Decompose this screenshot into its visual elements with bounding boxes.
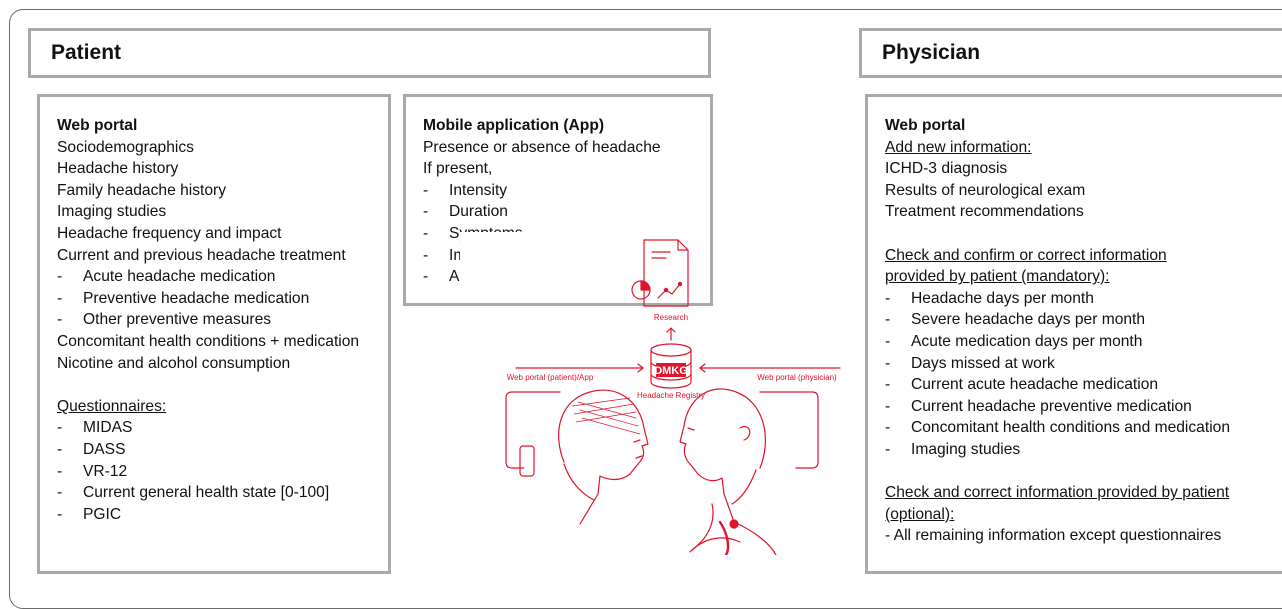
- add-item: ICHD-3 diagnosis: [885, 160, 1008, 178]
- registry-illustration: Research DMKG Headache Registry Web port…: [460, 232, 841, 555]
- physician-content: Web portal Add new information: ICHD-3 d…: [868, 97, 1282, 547]
- patient-item: Headache history: [57, 160, 179, 178]
- registry-database-icon: [650, 343, 692, 389]
- right-arrow-label: Web portal (physician): [757, 373, 837, 382]
- check-item: -Imaging studies: [885, 440, 1021, 458]
- physician-title: Physician: [882, 41, 981, 64]
- physician-header: Physician: [859, 28, 1282, 78]
- app-item: -Duration: [423, 203, 508, 221]
- check-item: -Headache days per month: [885, 289, 1094, 307]
- questionnaire-item: -VR-12: [57, 462, 128, 480]
- add-item: Treatment recommendations: [885, 203, 1084, 221]
- add-info-heading: Add new information:: [885, 138, 1032, 156]
- check-item: -Current acute headache medication: [885, 376, 1159, 394]
- research-document-icon: [631, 239, 689, 307]
- patient-web-portal-content: Web portal Sociodemographics Headache hi…: [40, 97, 388, 525]
- right-monitor: [759, 391, 819, 469]
- questionnaire-item: -PGIC: [57, 505, 122, 523]
- physician-web-portal-heading: Web portal: [885, 117, 966, 134]
- app-item: -Intensity: [423, 181, 508, 199]
- check-item: -Current headache preventive medication: [885, 397, 1192, 415]
- patient-item: Family headache history: [57, 181, 227, 199]
- optional-heading: Check and correct information provided b…: [885, 484, 1230, 502]
- left-arrow-label: Web portal (patient)/App: [507, 373, 594, 382]
- treatment-subitem: -Acute headache medication: [57, 268, 276, 286]
- patient-item: Sociodemographics: [57, 138, 194, 156]
- patient-arrow: [515, 363, 644, 373]
- check-item: -Acute medication days per month: [885, 332, 1143, 350]
- patient-web-portal-heading: Web portal: [57, 117, 138, 134]
- questionnaire-item: -Current general health state [0-100]: [57, 484, 330, 502]
- check-item: -Concomitant health conditions and medic…: [885, 419, 1231, 437]
- add-item: Results of neurological exam: [885, 181, 1086, 199]
- patient-item: Nicotine and alcohol consumption: [57, 354, 291, 372]
- patient-item: Headache frequency and impact: [57, 224, 282, 242]
- registry-label: Headache Registry: [637, 391, 705, 400]
- physician-web-portal-box: Web portal Add new information: ICHD-3 d…: [865, 94, 1282, 574]
- left-monitor: [505, 391, 561, 469]
- app-line: Presence or absence of headache: [423, 138, 661, 156]
- optional-item: - All remaining information except quest…: [885, 527, 1222, 545]
- treatment-subitem: -Other preventive measures: [57, 311, 272, 329]
- physician-head: [679, 388, 777, 555]
- optional-heading: (optional):: [885, 505, 955, 523]
- phone-icon: [519, 445, 535, 477]
- check-heading: Check and confirm or correct information: [885, 246, 1167, 264]
- physician-arrow: [699, 363, 841, 373]
- research-label: Research: [654, 313, 688, 322]
- questionnaire-item: -MIDAS: [57, 419, 133, 437]
- patient-item: Concomitant health conditions + medicati…: [57, 332, 360, 350]
- patient-web-portal-box: Web portal Sociodemographics Headache hi…: [37, 94, 391, 574]
- mobile-app-heading: Mobile application (App): [423, 117, 605, 134]
- treatment-subitem: -Preventive headache medication: [57, 289, 310, 307]
- patient-header: Patient: [28, 28, 711, 78]
- patient-item: Imaging studies: [57, 203, 167, 221]
- patient-title: Patient: [51, 41, 122, 64]
- patient-head: [558, 389, 649, 525]
- questionnaires-heading: Questionnaires:: [57, 397, 167, 415]
- check-heading: provided by patient (mandatory):: [885, 268, 1110, 286]
- check-item: -Days missed at work: [885, 354, 1055, 372]
- check-item: -Severe headache days per month: [885, 311, 1146, 329]
- questionnaire-item: -DASS: [57, 440, 126, 458]
- patient-item: Current and previous headache treatment: [57, 246, 346, 264]
- app-line: If present,: [423, 160, 493, 178]
- dmkg-logo-text: DMKG: [654, 365, 688, 377]
